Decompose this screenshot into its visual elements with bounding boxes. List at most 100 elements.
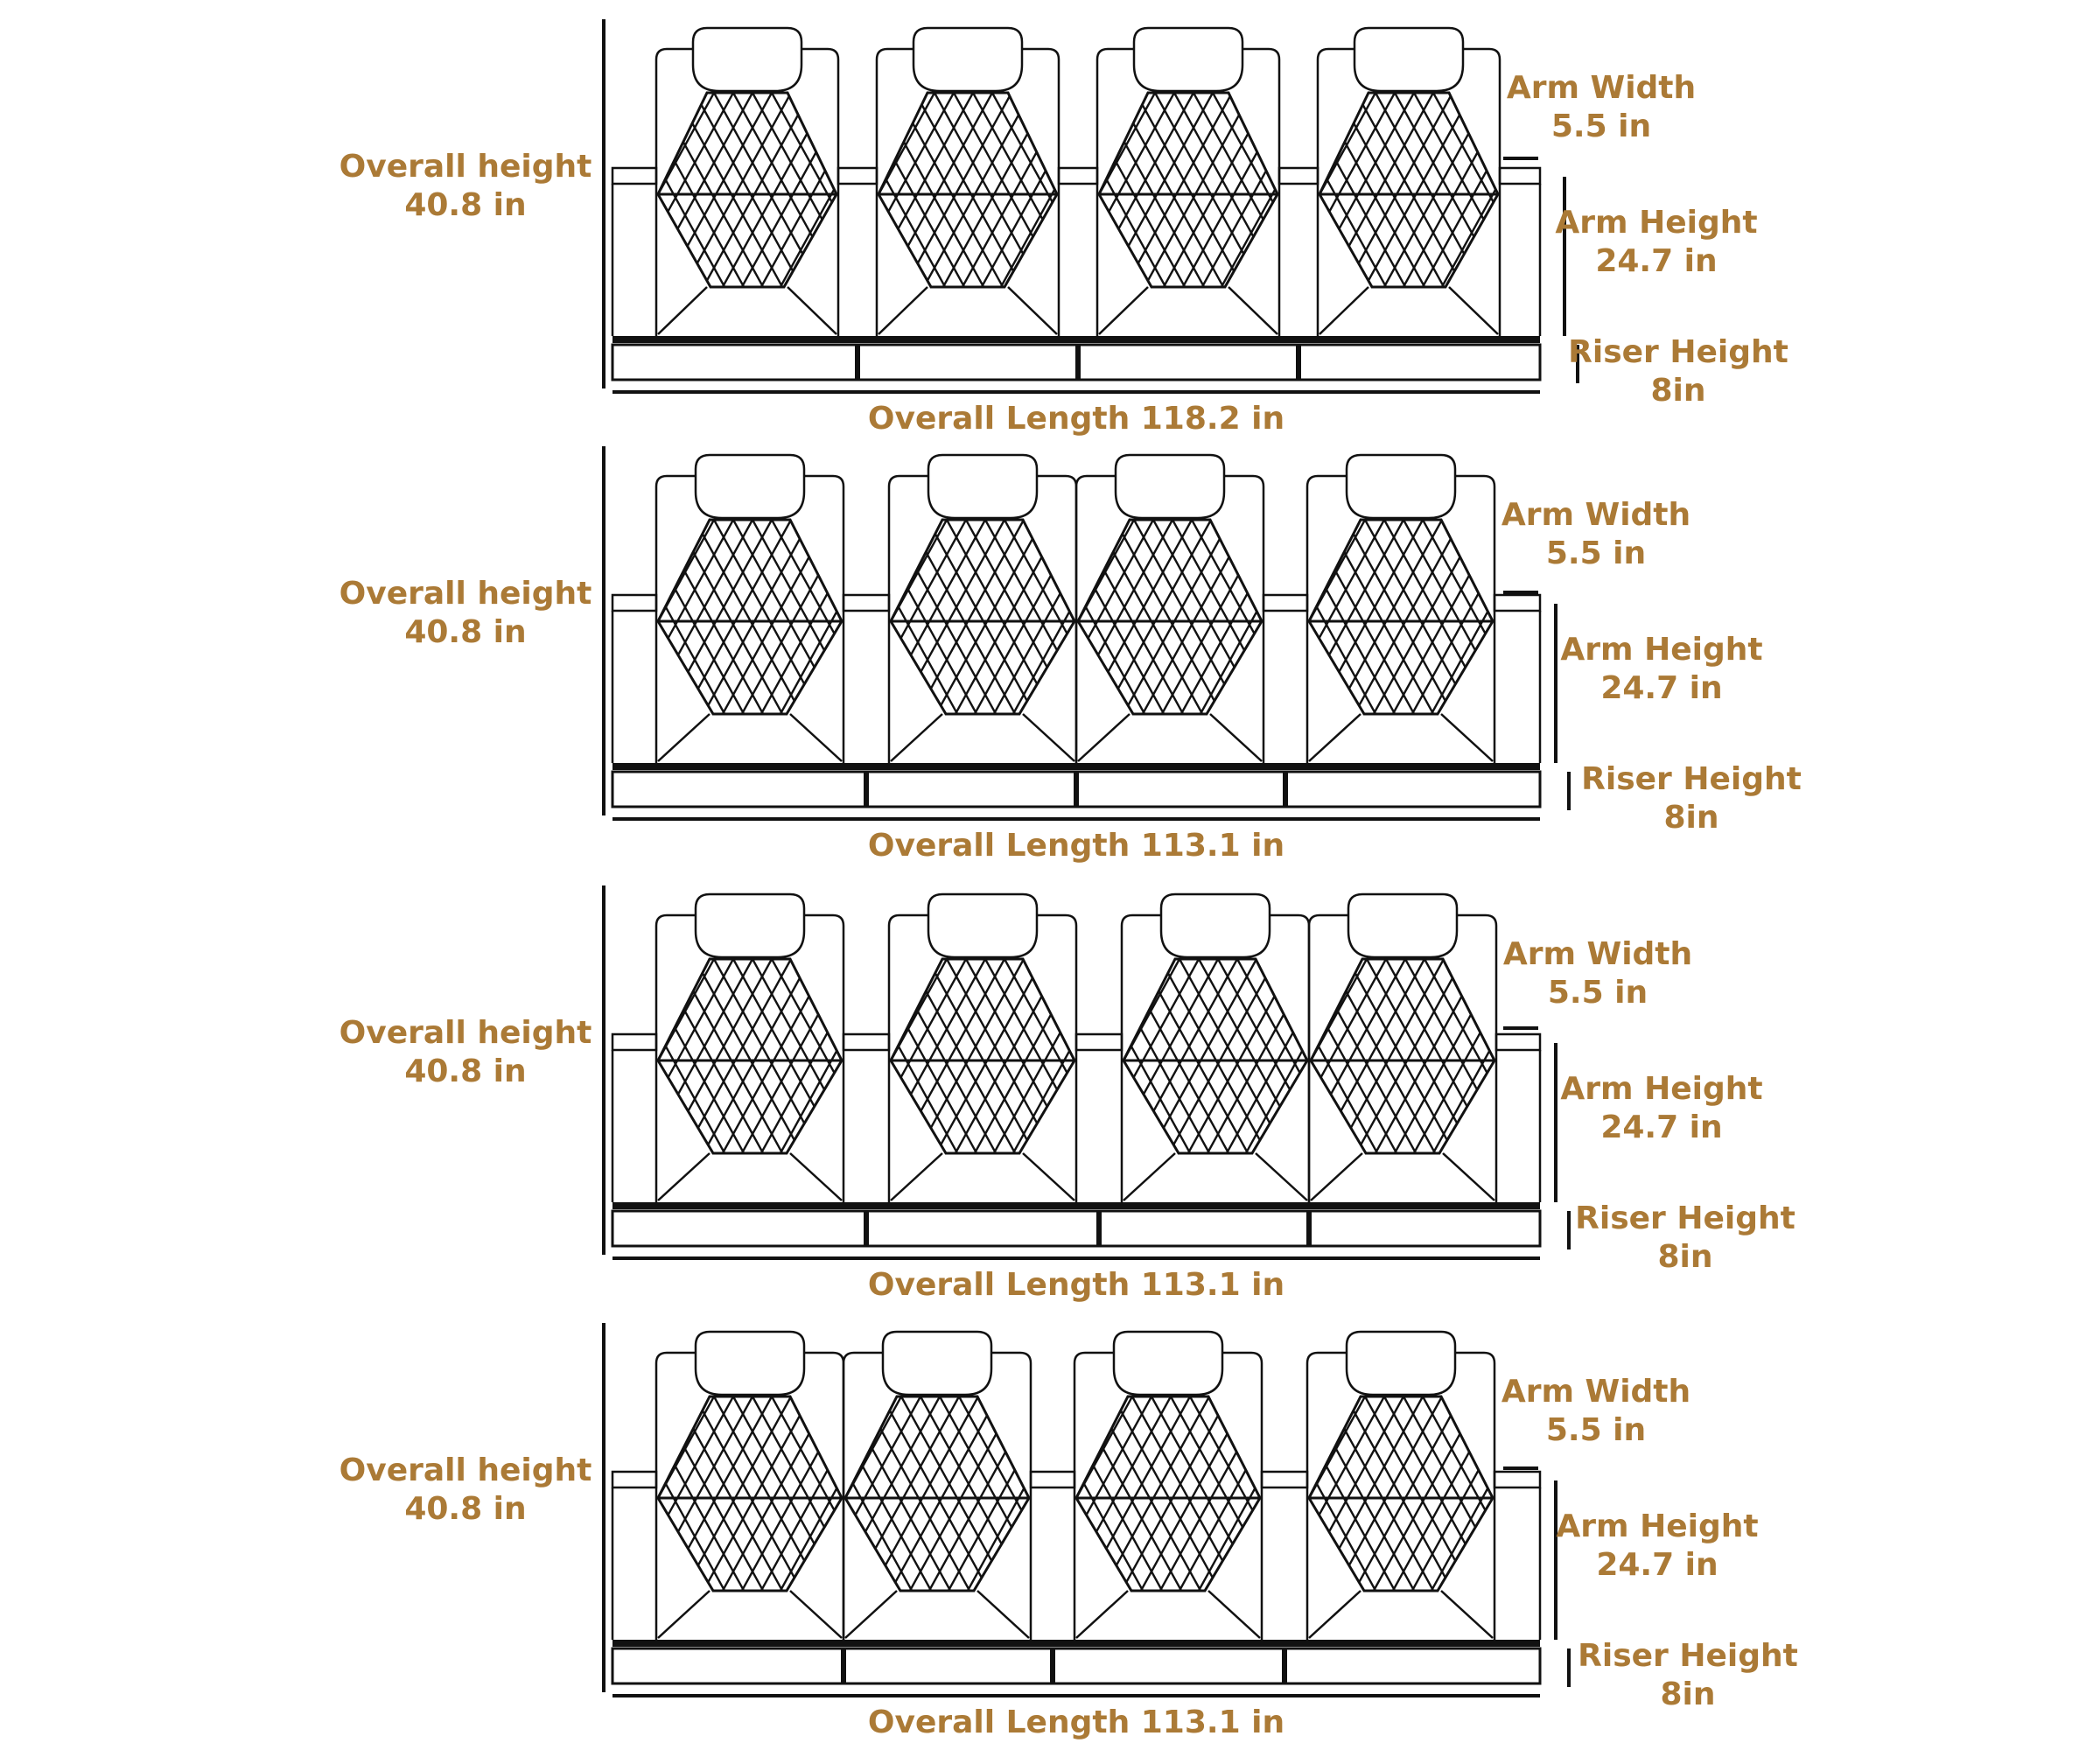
leg-line: [1440, 1590, 1494, 1639]
mesh-line: [1078, 520, 1146, 714]
mesh-line: [530, 959, 637, 1153]
overall-height-label: Overall height: [340, 1452, 592, 1488]
mesh-line: [1200, 1396, 1307, 1591]
leg-line: [1440, 713, 1494, 762]
riser-height-label: Riser Height: [1578, 1638, 1798, 1674]
mesh-line: [1101, 1396, 1211, 1591]
leg-line: [890, 713, 943, 762]
mesh-line: [1124, 959, 1192, 1153]
leg-line: [1075, 1590, 1129, 1639]
arm-width-value: 5.5 in: [1551, 108, 1651, 144]
headrest: [1345, 1330, 1457, 1396]
mesh-line: [922, 93, 1032, 287]
mesh-line: [1311, 959, 1398, 1153]
mesh-line: [891, 959, 959, 1153]
mesh-line: [754, 520, 861, 714]
mesh-line: [693, 93, 803, 287]
mesh-line: [1143, 93, 1253, 287]
mesh-line: [891, 520, 978, 714]
overall-height-value: 40.8 in: [404, 614, 526, 650]
mesh-line: [836, 93, 943, 287]
mesh-line: [971, 93, 1057, 287]
mesh-line: [658, 959, 726, 1153]
mesh-line: [858, 1396, 964, 1591]
mesh-line: [1421, 93, 1498, 287]
leg-line: [1442, 1152, 1495, 1201]
armrest: [1493, 593, 1542, 612]
mesh-line: [1113, 520, 1223, 714]
armrest: [842, 1032, 891, 1052]
leg-line: [789, 713, 843, 762]
headrest: [694, 453, 806, 520]
arm-height-label: Arm Height: [1555, 205, 1757, 241]
mesh-line: [1346, 959, 1456, 1153]
arm-height-value: 24.7 in: [1600, 1110, 1722, 1145]
arm-height-label: Arm Height: [1556, 1508, 1758, 1544]
arm-width-value: 5.5 in: [1548, 975, 1648, 1011]
mesh-line: [1078, 520, 1155, 714]
mesh-line: [779, 959, 842, 1153]
mesh-line: [658, 959, 735, 1153]
riser-height-value: 8in: [1660, 1676, 1715, 1712]
mesh-line: [1410, 520, 1493, 714]
mesh-line: [1069, 520, 1074, 714]
mesh-line: [1134, 93, 1244, 287]
mesh-line: [709, 1396, 816, 1591]
mesh-line: [1309, 1396, 1386, 1591]
mesh-line: [1309, 1396, 1320, 1591]
mesh-line: [1060, 959, 1074, 1153]
mesh-line: [926, 959, 1036, 1153]
headrest: [1112, 1330, 1224, 1396]
riser-height-label: Riser Height: [1581, 761, 1802, 797]
mesh-line: [984, 93, 1090, 287]
mesh-line: [878, 93, 956, 287]
mesh-line: [1204, 93, 1311, 287]
mesh-line: [1122, 520, 1232, 714]
mesh-line: [782, 520, 889, 714]
mesh-line: [1130, 1396, 1241, 1591]
riser-divider: [1306, 1211, 1312, 1246]
mesh-line: [1225, 959, 1307, 1153]
mesh-line: [693, 1396, 803, 1591]
mesh-line: [1197, 520, 1304, 714]
mesh-line: [660, 1396, 766, 1591]
mesh-line: [1003, 1396, 1110, 1591]
mesh-line: [770, 93, 836, 287]
arm-width-value: 5.5 in: [1546, 536, 1646, 571]
headrest: [1132, 26, 1244, 93]
mesh-line: [1048, 959, 1155, 1153]
mesh-line: [1211, 93, 1278, 287]
mesh-line: [868, 520, 975, 714]
mesh-line: [1353, 520, 1463, 714]
mesh-line: [915, 959, 1026, 1153]
arm-width-label: Arm Width: [1503, 936, 1692, 972]
mesh-line: [616, 93, 723, 287]
mesh-line: [658, 1396, 726, 1591]
mesh-line: [887, 1396, 994, 1591]
mesh-line: [1344, 520, 1454, 714]
riser-height-value: 8in: [1650, 373, 1705, 409]
armrest: [1262, 593, 1309, 612]
mesh-line: [845, 1396, 922, 1591]
mesh-line: [658, 93, 726, 287]
mesh-line: [836, 1396, 842, 1591]
mesh-line: [1178, 959, 1288, 1153]
mesh-line: [906, 1396, 1013, 1591]
riser-divider: [864, 772, 869, 807]
mesh-line: [1076, 93, 1183, 287]
mesh-line: [922, 520, 1029, 714]
mesh-line: [966, 1396, 1029, 1591]
platform-bar: [612, 1202, 1540, 1209]
leg-line: [657, 286, 708, 335]
mesh-line: [541, 93, 648, 287]
mesh-line: [1309, 1396, 1396, 1591]
mesh-line: [1320, 93, 1396, 287]
mesh-line: [1421, 1396, 1493, 1591]
mesh-line: [1158, 959, 1269, 1153]
mesh-line: [1267, 1396, 1374, 1591]
armrest: [836, 166, 878, 186]
headrest: [1347, 892, 1459, 959]
mesh-line: [1120, 1396, 1230, 1591]
arm-height-label: Arm Height: [1560, 632, 1762, 668]
